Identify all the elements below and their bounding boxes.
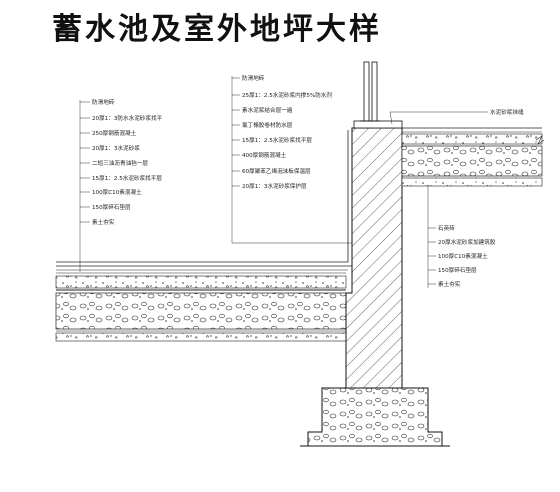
label-left-9: 素土夯实 [92,218,115,226]
label-center-3: 素水泥浆结合层一遍 [242,106,293,114]
drawing-title: 蓄水池及室外地坪大样 [52,12,382,47]
label-right-2: 20厚水泥砂浆加建筑胶 [438,238,496,246]
label-center-4: 氯丁橡胶卷材防水层 [242,121,293,129]
pool-floor-slab [55,265,352,342]
labels-right: 水泥砂浆抹缝 石英砖 20厚水泥砂浆加建筑胶 100厚C10素混凝土 150厚碎… [438,108,524,288]
pool-wall [56,127,403,389]
label-center-2: 25厚1：2.5水泥砂浆内掺5%防水剂 [242,91,332,99]
label-right-top-1: 水泥砂浆抹缝 [490,108,524,116]
label-left-1: 防滑地砖 [92,98,115,106]
label-right-4: 150厚碎石垫层 [438,266,477,274]
label-center-5: 15厚1：2.5水泥砂浆找平层 [242,136,312,144]
label-right-1: 石英砖 [438,224,455,232]
outdoor-ground [401,127,545,187]
label-left-4: 20厚1：3水泥砂浆 [92,144,140,152]
label-left-3: 250厚钢筋混凝土 [92,129,137,137]
leader-lines-center [231,76,352,244]
label-left-5: 二短三油沥青油毡一层 [92,159,148,167]
leader-lines-right [389,111,488,288]
label-left-7: 100厚C10素混凝土 [92,188,142,196]
labels-left: 防滑地砖 20厚1：3防水水泥砂浆找平 250厚钢筋混凝土 20厚1：3水泥砂浆… [92,98,163,226]
labels-center: 防滑地砖 25厚1：2.5水泥砂浆内掺5%防水剂 素水泥浆结合层一遍 氯丁橡胶卷… [242,74,332,190]
label-left-6: 15厚1：2.5水泥砂浆找平层 [92,174,162,182]
label-right-5: 素土夯实 [438,280,461,288]
label-left-2: 20厚1：3防水水泥砂浆找平 [92,114,163,122]
footing [300,387,450,447]
label-center-8: 20厚1：3水泥砂浆保护层 [242,182,307,190]
leader-lines-left [79,100,90,272]
label-center-1: 防滑地砖 [242,74,265,82]
label-right-3: 100厚C10素混凝土 [438,252,488,260]
label-left-8: 150厚碎石垫层 [92,203,131,211]
label-center-6: 400厚钢筋混凝土 [242,151,287,159]
label-center-7: 60厚聚苯乙烯泡沫板保温层 [242,167,311,175]
wall-top-railing [353,61,403,129]
